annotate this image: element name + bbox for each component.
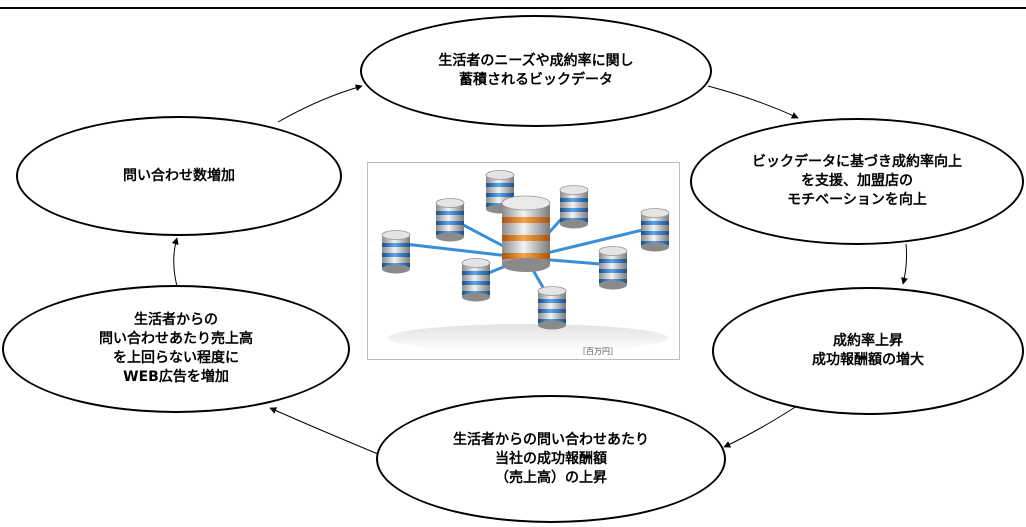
image-caption: ［百万円］ <box>578 347 618 356</box>
center-image-frame <box>367 162 680 360</box>
node-web-ads-text: 生活者からの 問い合わせあたり売上高 を上回らない程度に WEB広告を増加 <box>99 312 253 385</box>
arrow-support-to-contract <box>901 243 908 285</box>
node-revenue-per-inquiry: 生活者からの問い合わせあたり 当社の成功報酬額 （売上高）の上昇 <box>376 395 726 523</box>
database-network-icon <box>381 170 670 352</box>
node-revenue-per-inquiry-text: 生活者からの問い合わせあたり 当社の成功報酬額 （売上高）の上昇 <box>453 431 649 486</box>
node-bigdata-text: 生活者のニーズや成約率に関し 蓄積されるビックデータ <box>438 53 634 88</box>
node-contract-rate-text: 成約率上昇 成功報酬額の増大 <box>812 333 924 368</box>
node-inquiries-text: 問い合わせ数増加 <box>123 167 235 184</box>
node-bigdata: 生活者のニーズや成約率に関し 蓄積されるビックデータ <box>360 15 712 127</box>
node-web-ads: 生活者からの 問い合わせあたり売上高 を上回らない程度に WEB広告を増加 <box>2 285 350 413</box>
node-support: ビックデータに基づき成約率向上 を支援、加盟店の モチベーションを向上 <box>690 118 1024 245</box>
arrow-revenue-to-webads <box>269 407 379 455</box>
node-contract-rate: 成約率上昇 成功報酬額の増大 <box>712 287 1024 415</box>
arrow-bigdata-to-support <box>707 85 799 119</box>
node-inquiries: 問い合わせ数増加 <box>16 116 342 236</box>
arrow-inquiries-to-bigdata <box>277 84 363 123</box>
top-rule <box>0 7 1026 9</box>
node-support-text: ビックデータに基づき成約率向上 を支援、加盟店の モチベーションを向上 <box>752 154 962 208</box>
arrow-contract-to-revenue <box>723 403 801 448</box>
arrow-webads-to-inquiries <box>171 237 179 291</box>
